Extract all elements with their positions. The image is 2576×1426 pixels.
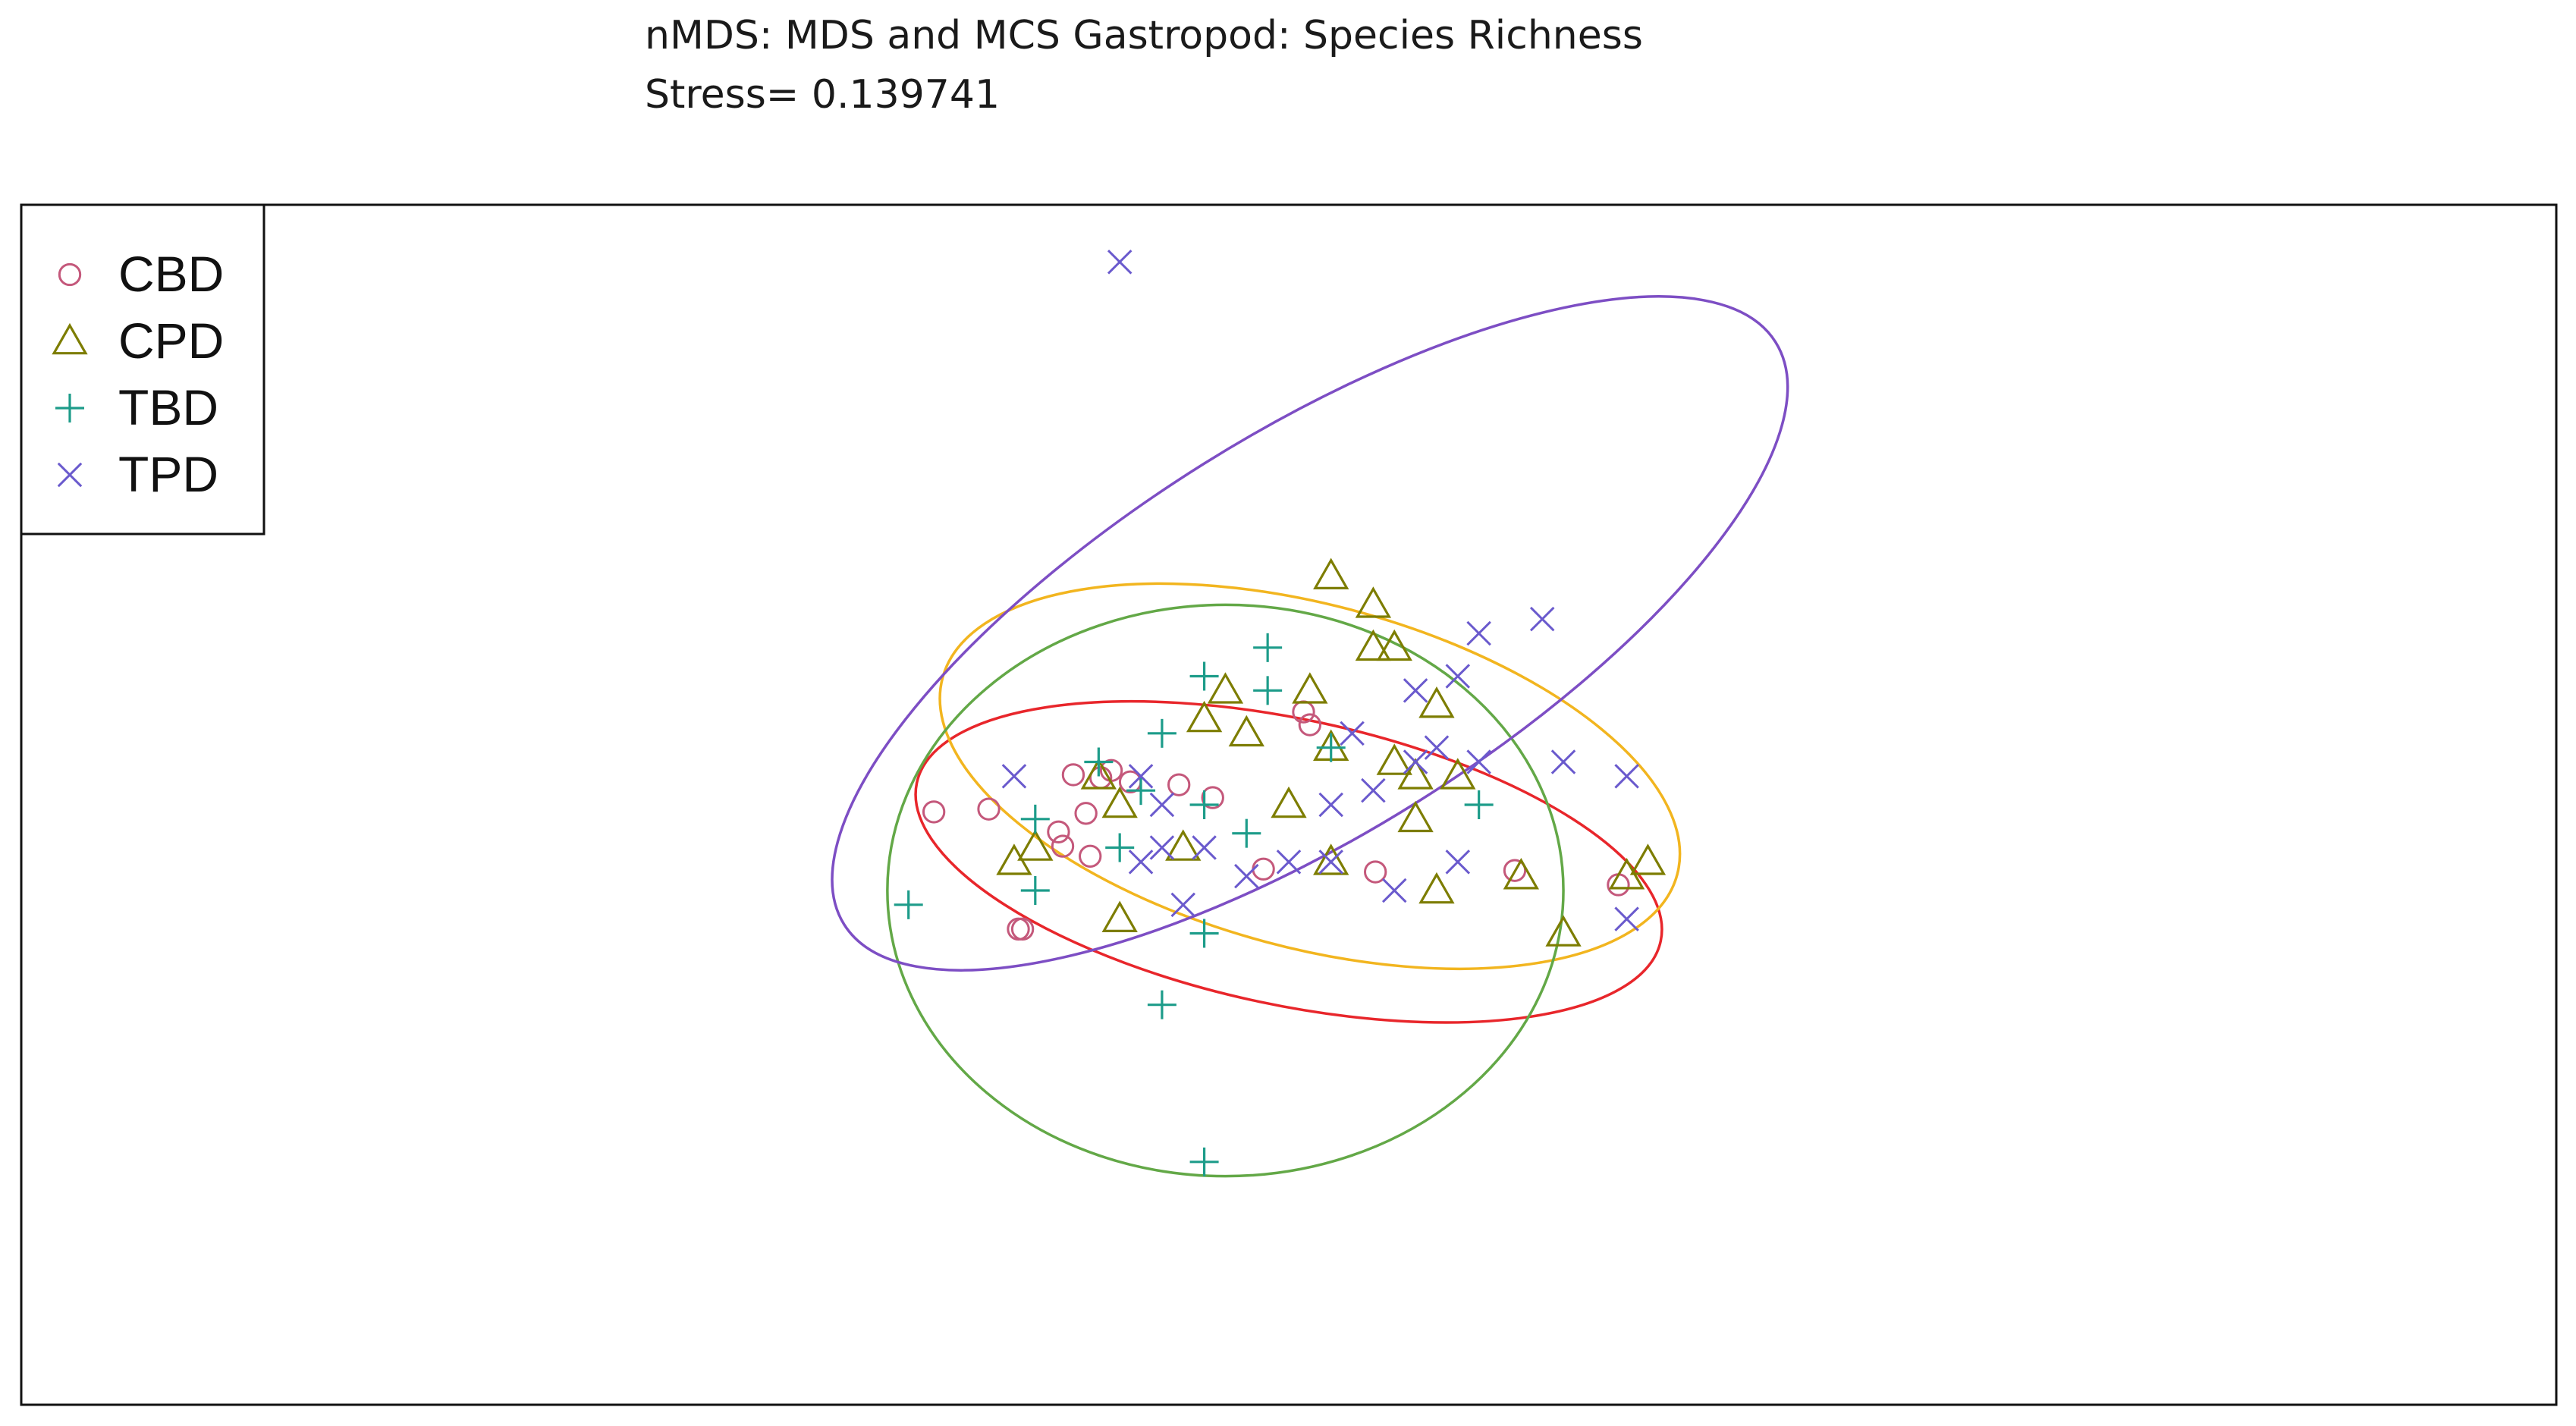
legend-marker-tpd bbox=[57, 462, 83, 488]
legend-box bbox=[20, 203, 265, 536]
point-tpd bbox=[1550, 749, 1576, 774]
legend-marker-cbd bbox=[58, 262, 82, 287]
point-tbd bbox=[1253, 633, 1283, 662]
point-tbd bbox=[1232, 818, 1261, 848]
point-cpd bbox=[1376, 629, 1412, 661]
point-tpd bbox=[1149, 835, 1175, 860]
point-tpd bbox=[1424, 735, 1450, 760]
point-tpd bbox=[1381, 878, 1407, 903]
point-tbd bbox=[1147, 718, 1176, 748]
point-cbd bbox=[1503, 859, 1527, 882]
point-tpd bbox=[1276, 850, 1302, 875]
point-cpd bbox=[1418, 686, 1455, 718]
point-cpd bbox=[1397, 800, 1434, 833]
point-tpd bbox=[1403, 678, 1428, 703]
point-tpd bbox=[1614, 906, 1639, 931]
point-cpd bbox=[1271, 786, 1307, 818]
point-cpd bbox=[1418, 872, 1455, 904]
point-tpd bbox=[1192, 835, 1217, 860]
point-cpd bbox=[1503, 858, 1540, 890]
point-tpd bbox=[1149, 792, 1175, 818]
point-cbd bbox=[1007, 917, 1030, 941]
point-cpd bbox=[1397, 758, 1434, 790]
point-tbd bbox=[1020, 876, 1050, 905]
point-cpd bbox=[1292, 672, 1328, 704]
point-tbd bbox=[1084, 747, 1114, 777]
point-cpd bbox=[1186, 700, 1223, 733]
point-cpd bbox=[1376, 743, 1412, 775]
point-cbd bbox=[1298, 713, 1322, 737]
point-tpd bbox=[1128, 764, 1154, 789]
point-cpd bbox=[1101, 900, 1138, 932]
ellipse-cbd bbox=[914, 699, 1663, 1024]
point-tpd bbox=[1128, 850, 1154, 875]
point-cpd bbox=[1313, 558, 1349, 589]
legend-label-cbd: CBD bbox=[118, 246, 224, 302]
point-cpd bbox=[1313, 843, 1349, 875]
point-tpd bbox=[1107, 250, 1132, 275]
point-cbd bbox=[1051, 834, 1075, 858]
point-tpd bbox=[1529, 606, 1555, 632]
point-cpd bbox=[1165, 829, 1202, 861]
chart-stress: Stress= 0.139741 bbox=[645, 72, 1001, 118]
point-cpd bbox=[1545, 915, 1582, 947]
point-tbd bbox=[1126, 776, 1156, 806]
point-cbd bbox=[922, 800, 946, 824]
point-cpd bbox=[1355, 586, 1392, 618]
legend-label-tbd: TBD bbox=[118, 379, 218, 435]
point-tbd bbox=[1105, 833, 1135, 862]
point-tbd bbox=[894, 890, 923, 919]
point-tbd bbox=[1189, 919, 1219, 948]
point-cpd bbox=[1207, 672, 1244, 704]
point-tbd bbox=[1020, 804, 1050, 834]
chart-title: nMDS: MDS and MCS Gastropod: Species Ric… bbox=[645, 13, 1643, 58]
point-tpd bbox=[1403, 749, 1428, 774]
point-cbd bbox=[1047, 820, 1070, 843]
point-cbd bbox=[1061, 763, 1085, 787]
point-tbd bbox=[1189, 1147, 1219, 1176]
point-tpd bbox=[1466, 749, 1491, 774]
point-tpd bbox=[1614, 764, 1639, 789]
point-tpd bbox=[1340, 721, 1365, 746]
point-tbd bbox=[1189, 790, 1219, 819]
point-cbd bbox=[1074, 802, 1098, 825]
point-tbd bbox=[1147, 990, 1176, 1019]
plot-frame bbox=[20, 203, 2558, 1406]
point-tpd bbox=[1318, 850, 1343, 875]
point-tpd bbox=[1001, 764, 1027, 789]
point-tpd bbox=[1466, 620, 1491, 646]
point-cbd bbox=[1364, 860, 1387, 884]
point-cbd bbox=[977, 797, 1001, 821]
point-tbd bbox=[1464, 790, 1494, 819]
point-cpd bbox=[1101, 786, 1138, 818]
point-cpd bbox=[1080, 758, 1117, 790]
point-cpd bbox=[1017, 829, 1054, 861]
point-cpd bbox=[1355, 629, 1392, 661]
ellipse-cpd bbox=[938, 582, 1682, 971]
point-tpd bbox=[1361, 777, 1386, 803]
point-cbd bbox=[1167, 773, 1191, 796]
point-cpd bbox=[1228, 715, 1264, 747]
point-cpd bbox=[1629, 843, 1667, 875]
data-points bbox=[894, 250, 1667, 1176]
point-cbd bbox=[1201, 786, 1224, 809]
ellipse-tbd bbox=[886, 603, 1565, 1178]
point-cpd bbox=[1440, 758, 1476, 790]
point-tbd bbox=[1253, 676, 1283, 705]
point-tpd bbox=[1170, 892, 1196, 918]
point-tbd bbox=[1316, 733, 1346, 762]
chart-header: nMDS: MDS and MCS Gastropod: Species Ric… bbox=[645, 6, 1643, 124]
legend-marker-tbd bbox=[55, 394, 84, 422]
point-tpd bbox=[1445, 664, 1471, 689]
legend-label-tpd: TPD bbox=[118, 446, 218, 502]
point-cbd bbox=[1079, 844, 1102, 868]
point-tbd bbox=[1189, 661, 1219, 691]
legend-label-cpd: CPD bbox=[118, 313, 224, 369]
point-tpd bbox=[1445, 850, 1471, 875]
point-tpd bbox=[1318, 792, 1343, 818]
point-tpd bbox=[1234, 863, 1259, 889]
legend-marker-cpd bbox=[52, 322, 88, 355]
legend: CBD CPD TBD TPD bbox=[20, 203, 265, 536]
